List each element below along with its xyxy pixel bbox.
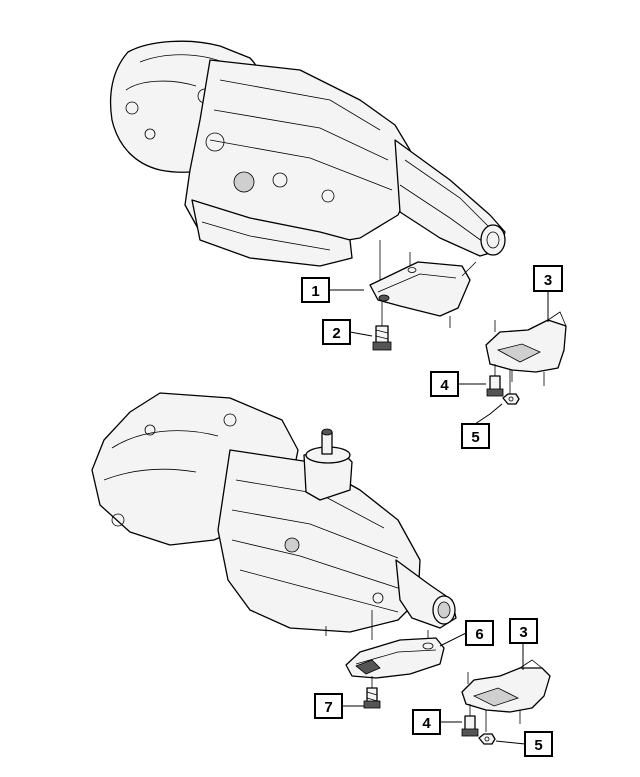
callout-2: 2 — [322, 319, 351, 345]
insulator-mount-part — [485, 311, 567, 386]
bolt-part — [372, 302, 392, 351]
bolt-part — [486, 364, 504, 397]
svg-text:2: 2 — [332, 325, 340, 342]
svg-text:7: 7 — [324, 699, 332, 716]
svg-text:4: 4 — [440, 377, 449, 394]
callout-5: 5 — [461, 423, 490, 449]
svg-text:3: 3 — [544, 272, 552, 289]
svg-text:5: 5 — [534, 737, 542, 754]
svg-text:6: 6 — [475, 626, 483, 643]
leader-lines — [329, 289, 549, 745]
callout-1: 1 — [301, 277, 330, 303]
svg-text:3: 3 — [519, 624, 527, 641]
callout-5: 5 — [524, 731, 553, 757]
callout-4: 4 — [430, 371, 459, 397]
callout-3: 3 — [509, 618, 538, 644]
manual-transmission — [91, 392, 457, 648]
svg-text:4: 4 — [422, 715, 431, 732]
nut-part — [502, 370, 520, 405]
bolt-part — [461, 704, 479, 737]
callout-3: 3 — [533, 265, 563, 292]
mount-bracket-part — [345, 637, 445, 679]
nut-part — [478, 710, 496, 745]
svg-text:1: 1 — [311, 283, 319, 300]
svg-text:5: 5 — [471, 429, 479, 446]
callout-7: 7 — [314, 693, 343, 719]
insulator-mount-part — [461, 659, 551, 724]
callout-4: 4 — [412, 709, 441, 735]
mount-bracket-part — [369, 261, 477, 328]
callout-6: 6 — [465, 620, 494, 646]
automatic-transmission — [109, 40, 506, 292]
bolt-part — [363, 676, 381, 709]
